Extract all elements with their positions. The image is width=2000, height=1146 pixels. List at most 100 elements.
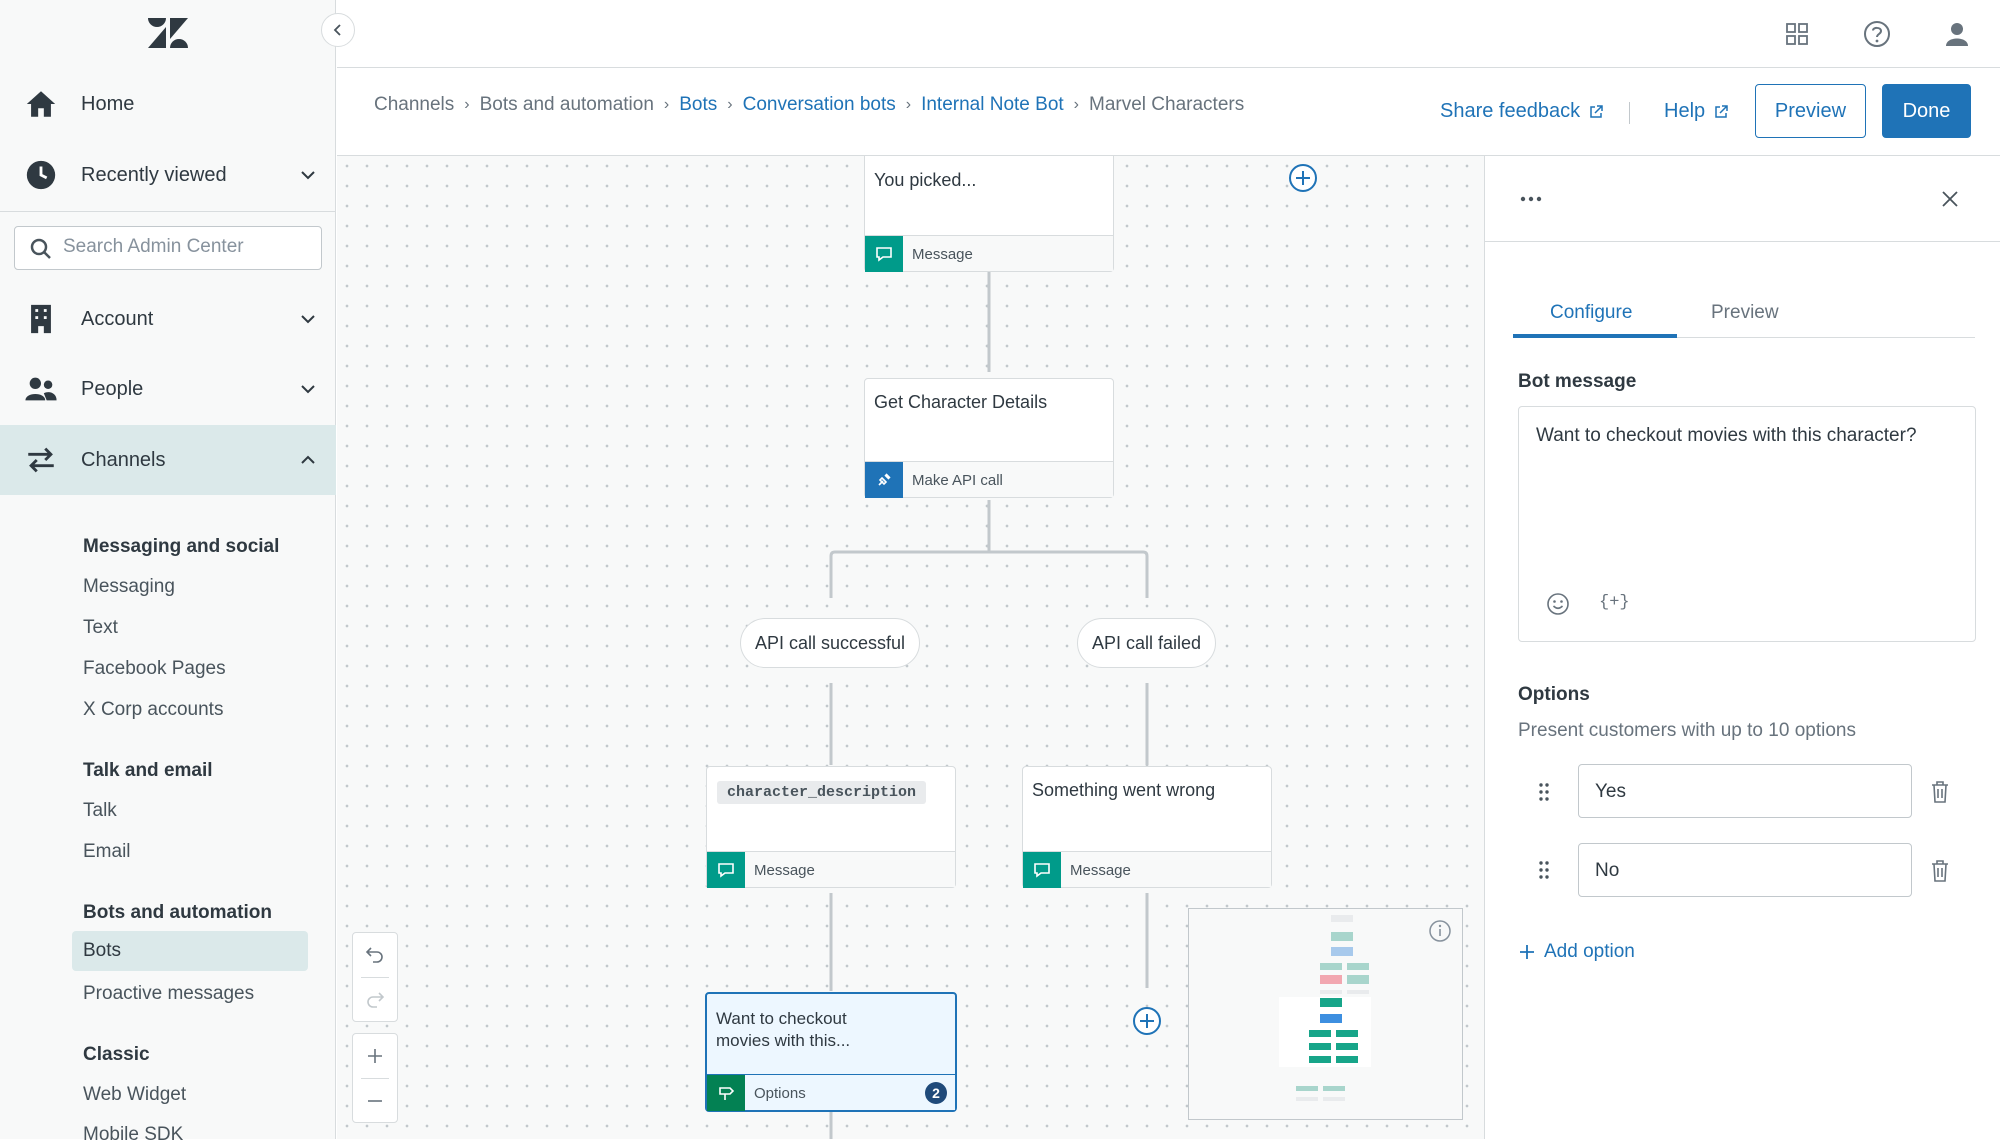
search-admin-center[interactable] [14, 226, 322, 270]
subnav-proactive-messages[interactable]: Proactive messages [83, 983, 255, 1004]
message-icon [865, 236, 903, 272]
info-icon[interactable] [1428, 919, 1452, 943]
nav-account[interactable]: Account [0, 284, 336, 354]
add-option-button[interactable]: Add option [1518, 941, 1635, 963]
subnav-facebook-pages[interactable]: Facebook Pages [83, 658, 226, 679]
node-footer: Make API call [865, 461, 1113, 498]
bot-message-text[interactable]: Want to checkout movies with this charac… [1536, 425, 1917, 446]
node-type-label: Message [1070, 862, 1131, 879]
trash-icon[interactable] [1929, 779, 1951, 805]
chevron-up-icon [301, 455, 315, 464]
node-footer: Options 2 [707, 1074, 955, 1111]
close-icon[interactable] [1939, 188, 1961, 210]
share-feedback-link[interactable]: Share feedback [1440, 100, 1604, 123]
option-value: No [1595, 860, 1620, 881]
share-feedback-label: Share feedback [1440, 100, 1581, 122]
header-divider [1629, 102, 1630, 124]
preview-button[interactable]: Preview [1755, 84, 1866, 138]
minimap-thumbnail [1279, 915, 1371, 1101]
subnav-messaging[interactable]: Messaging [83, 576, 175, 597]
node-get-character-details[interactable]: Get Character Details Make API call [864, 378, 1114, 498]
help-link[interactable]: Help [1664, 100, 1729, 123]
emoji-icon[interactable] [1545, 591, 1571, 617]
option-input-no[interactable]: No [1578, 843, 1912, 897]
node-character-description[interactable]: character_description Message [706, 766, 956, 888]
add-step-icon[interactable] [1288, 163, 1318, 193]
subnav-x-corp-accounts[interactable]: X Corp accounts [83, 699, 224, 720]
control-divider [361, 977, 389, 978]
redo-button[interactable] [353, 978, 397, 1022]
node-title: You picked... [874, 170, 977, 190]
add-step-icon[interactable] [1132, 1006, 1162, 1036]
flow-canvas[interactable]: You picked... Message Get Character Deta… [337, 156, 1484, 1139]
nav-home-label: Home [81, 92, 135, 115]
nav-people[interactable]: People [0, 354, 336, 424]
node-want-to-checkout[interactable]: Want to checkout movies with this... Opt… [705, 992, 957, 1112]
subnav-bots[interactable]: Bots [72, 931, 308, 971]
zoom-in-button[interactable] [353, 1034, 397, 1078]
breadcrumb-internal-note-bot[interactable]: Internal Note Bot [921, 94, 1064, 115]
zendesk-logo[interactable] [148, 16, 188, 50]
undo-button[interactable] [353, 933, 397, 977]
bot-message-editor[interactable]: Want to checkout movies with this charac… [1518, 406, 1976, 642]
message-icon [1023, 852, 1061, 888]
trash-icon[interactable] [1929, 858, 1951, 884]
nav-people-label: People [81, 377, 144, 400]
collapse-sidebar-button[interactable] [321, 13, 355, 47]
chevron-down-icon [301, 385, 315, 394]
external-link-icon [1590, 104, 1603, 118]
node-title-line2: movies with this... [716, 1031, 851, 1050]
help-icon[interactable] [1861, 18, 1893, 50]
minimap[interactable] [1188, 908, 1463, 1120]
nav-recently-viewed[interactable]: Recently viewed [0, 140, 336, 210]
branch-api-call-failed[interactable]: API call failed [1077, 618, 1217, 668]
section-heading-bots: Bots and automation [83, 902, 272, 923]
tab-baseline [1513, 337, 1975, 338]
node-something-went-wrong[interactable]: Something went wrong Message [1022, 766, 1272, 888]
bot-message-label: Bot message [1518, 371, 1637, 392]
done-button[interactable]: Done [1882, 84, 1971, 138]
option-input-yes[interactable]: Yes [1578, 764, 1912, 818]
subnav-mobile-sdk[interactable]: Mobile SDK [83, 1124, 184, 1145]
subnav-talk[interactable]: Talk [83, 800, 117, 821]
search-input[interactable] [63, 236, 313, 258]
top-bar [337, 0, 2000, 68]
breadcrumb-bots-and-automation: Bots and automation [479, 94, 654, 115]
add-option-label: Add option [1544, 941, 1635, 962]
subnav-web-widget[interactable]: Web Widget [83, 1084, 187, 1105]
subnav-email[interactable]: Email [83, 841, 131, 862]
control-divider [361, 1078, 389, 1079]
nav-home[interactable]: Home [0, 69, 336, 139]
options-label: Options [1518, 684, 1590, 705]
help-label: Help [1664, 100, 1706, 122]
arrows-icon [28, 447, 54, 473]
node-type-label: Message [754, 862, 815, 879]
breadcrumb-bots[interactable]: Bots [679, 94, 718, 115]
node-type-label: Make API call [912, 472, 1003, 489]
user-avatar-icon[interactable] [1941, 18, 1973, 50]
option-value: Yes [1595, 781, 1626, 802]
node-you-picked[interactable]: You picked... Message [864, 156, 1114, 272]
undo-icon [365, 947, 383, 963]
subnav-text[interactable]: Text [83, 617, 118, 638]
zoom-out-button[interactable] [353, 1079, 397, 1123]
nav-recently-viewed-label: Recently viewed [81, 163, 227, 186]
tab-configure[interactable]: Configure [1550, 302, 1633, 323]
apps-grid-icon[interactable] [1781, 18, 1813, 50]
sidebar-divider [0, 211, 336, 212]
breadcrumb-separator-icon: › [1073, 96, 1079, 113]
branch-api-call-successful[interactable]: API call successful [740, 618, 921, 668]
page-header: Channels › Bots and automation › Bots › … [337, 68, 2000, 156]
node-title: Get Character Details [874, 392, 1048, 412]
nav-channels[interactable]: Channels [0, 425, 336, 495]
options-signpost-icon [707, 1075, 745, 1111]
drag-handle-icon[interactable] [1537, 781, 1551, 803]
node-footer: Message [865, 235, 1113, 272]
options-count-badge: 2 [925, 1082, 947, 1104]
more-options-icon[interactable] [1518, 191, 1544, 207]
breadcrumb-conversation-bots[interactable]: Conversation bots [742, 94, 896, 115]
insert-variable-icon[interactable]: {+} [1599, 593, 1630, 612]
breadcrumb-channels: Channels [374, 94, 455, 115]
drag-handle-icon[interactable] [1537, 859, 1551, 881]
tab-preview[interactable]: Preview [1711, 302, 1779, 323]
